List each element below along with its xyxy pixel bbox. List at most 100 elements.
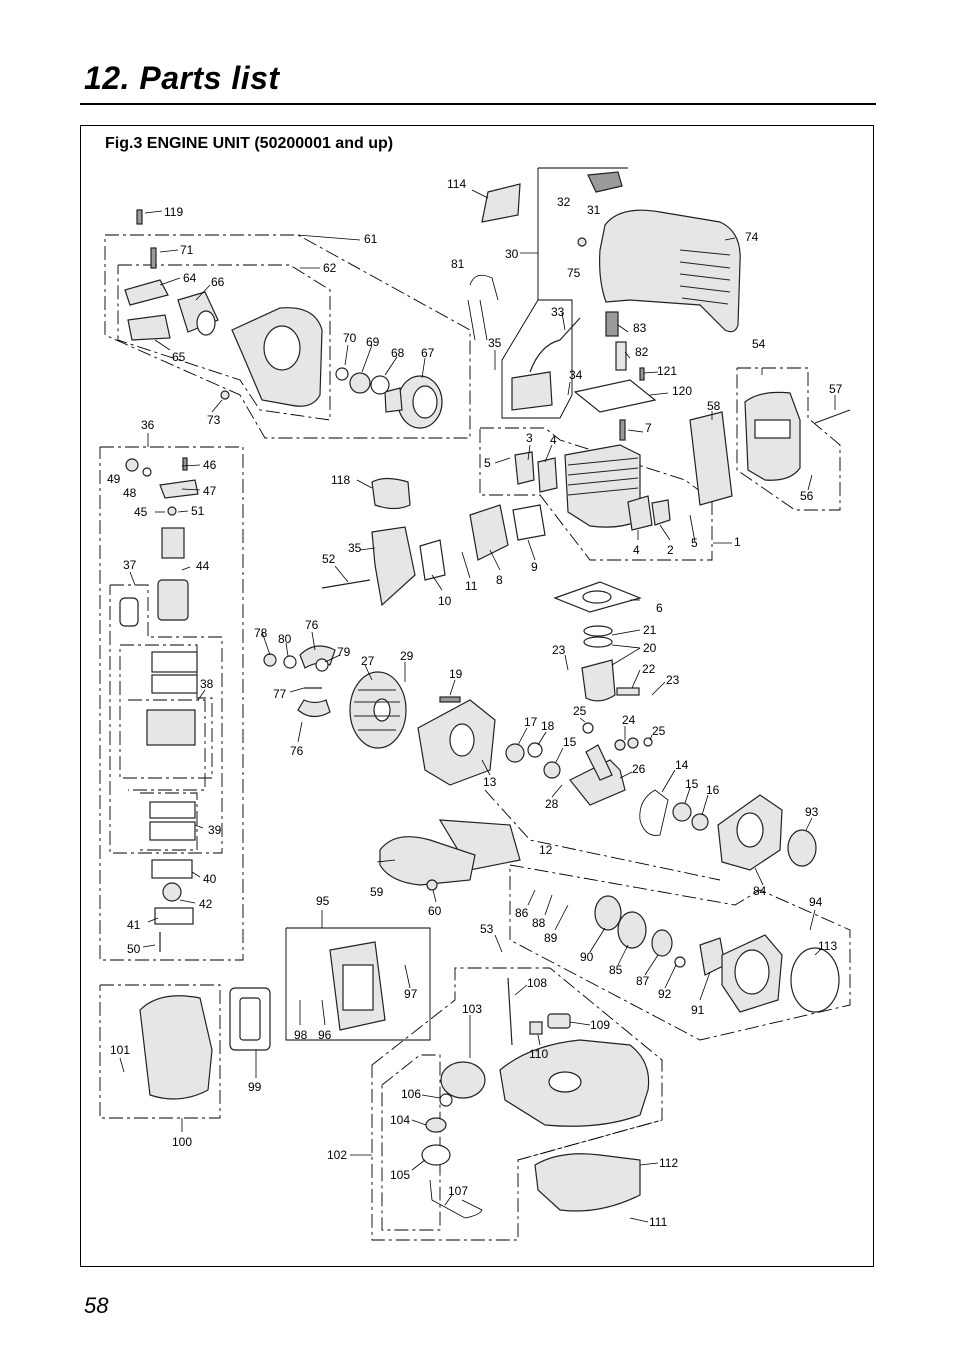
title-rule <box>80 103 876 105</box>
plate-shape <box>481 183 521 223</box>
insulator-4-shape <box>537 457 558 493</box>
callout-70: 70 <box>343 331 357 345</box>
bearing-17-shape <box>505 743 525 763</box>
bearing-69-shape <box>349 372 371 394</box>
clutch-drum-inner <box>412 385 438 419</box>
callout-32: 32 <box>557 195 571 209</box>
pipe-66-bore <box>196 310 216 336</box>
callout-79: 79 <box>337 645 351 659</box>
clamp-64-shape <box>124 279 169 306</box>
callout-110: 110 <box>529 1047 548 1061</box>
element-99-inner <box>239 997 261 1041</box>
callout-35: 35 <box>348 541 362 555</box>
bolt-52-shape <box>321 579 371 589</box>
callout-118: 118 <box>331 473 350 487</box>
callout-100: 100 <box>172 1135 192 1149</box>
con-rod-shape <box>585 744 613 781</box>
piston-ring-21b <box>583 636 613 648</box>
callout-64: 64 <box>183 271 197 285</box>
callout-39: 39 <box>208 823 222 837</box>
bolt-119-shape <box>136 209 143 225</box>
clutch-case-bore <box>263 325 301 371</box>
pulley-93-shape <box>787 829 817 867</box>
bearing-15a-shape <box>543 761 561 779</box>
callout-6: 6 <box>656 601 663 615</box>
gasket-38-shape <box>151 651 198 673</box>
callout-68: 68 <box>391 346 405 360</box>
filter-109-shape <box>547 1013 571 1029</box>
bolt-121-shape <box>639 367 645 381</box>
callout-50: 50 <box>127 942 141 956</box>
ring-70-shape <box>335 367 349 381</box>
callout-111: 111 <box>649 1215 668 1229</box>
callout-15: 15 <box>563 735 577 749</box>
callout-95: 95 <box>316 894 330 908</box>
muffler-gasket-58-shape <box>689 411 733 506</box>
bolt-78-shape <box>263 653 277 667</box>
callout-37: 37 <box>123 558 137 572</box>
callout-108: 108 <box>527 976 547 990</box>
callout-7: 7 <box>645 421 652 435</box>
callout-84: 84 <box>753 884 767 898</box>
bearing-24b-shape <box>627 737 639 749</box>
callout-78: 78 <box>254 626 268 640</box>
callout-27: 27 <box>361 654 375 668</box>
callout-76: 76 <box>290 744 304 758</box>
screw-75-shape <box>577 237 587 247</box>
gasket-10-shape <box>419 539 446 581</box>
callout-85: 85 <box>609 963 623 977</box>
callout-106: 106 <box>401 1087 421 1101</box>
shroud-59-shape <box>379 836 476 886</box>
cover-113-shape <box>790 947 840 1013</box>
callout-80: 80 <box>278 632 292 646</box>
callout-104: 104 <box>390 1113 410 1127</box>
callout-112: 112 <box>659 1156 678 1170</box>
gasket-2-shape <box>651 499 671 526</box>
gasket-14-shape <box>639 789 669 836</box>
engine-cover-vents <box>679 249 731 305</box>
spark-plug-shape <box>615 341 627 371</box>
crankcase-half-bore <box>736 812 764 848</box>
callout-102: 102 <box>327 1148 347 1162</box>
callout-42: 42 <box>199 897 213 911</box>
callout-33: 33 <box>551 305 565 319</box>
callout-60: 60 <box>428 904 442 918</box>
washer-80-shape <box>283 655 297 669</box>
callout-107: 107 <box>448 1184 468 1198</box>
gasket-38b-shape <box>151 674 198 694</box>
callout-25: 25 <box>652 724 666 738</box>
page-number: 58 <box>84 1293 109 1318</box>
bolt-19-shape <box>439 696 461 703</box>
pulley-85-shape <box>617 911 647 949</box>
callout-35: 35 <box>488 336 502 350</box>
callout-5: 5 <box>691 536 698 550</box>
callout-120: 120 <box>672 384 692 398</box>
ring-68-shape <box>370 375 390 395</box>
screw-73-shape <box>220 390 230 400</box>
callout-29: 29 <box>400 649 414 663</box>
cover-42-shape <box>162 882 182 902</box>
callout-87: 87 <box>636 974 650 988</box>
cylinder-shape <box>564 444 641 528</box>
callout-16: 16 <box>706 783 720 797</box>
bearing-24a-shape <box>614 739 626 751</box>
leader-lines <box>119 189 836 1223</box>
clutch-shoe-76b-shape <box>297 699 331 718</box>
fuel-cap-shape <box>440 1061 486 1099</box>
piston-ring-21a <box>583 625 613 637</box>
callout-75: 75 <box>567 266 581 280</box>
bearing-15b-shape <box>672 802 692 822</box>
carburetor-37-shape <box>157 579 189 621</box>
callout-99: 99 <box>248 1080 262 1094</box>
callout-4: 4 <box>633 543 640 557</box>
callout-2: 2 <box>667 543 674 557</box>
knob-49-shape <box>125 458 139 472</box>
callout-26: 26 <box>632 762 646 776</box>
callout-74: 74 <box>745 230 759 244</box>
callout-22: 22 <box>642 662 656 676</box>
callout-58: 58 <box>707 399 721 413</box>
gasket-6-bore <box>582 590 612 604</box>
callout-86: 86 <box>515 906 529 920</box>
callout-36: 36 <box>141 418 155 432</box>
